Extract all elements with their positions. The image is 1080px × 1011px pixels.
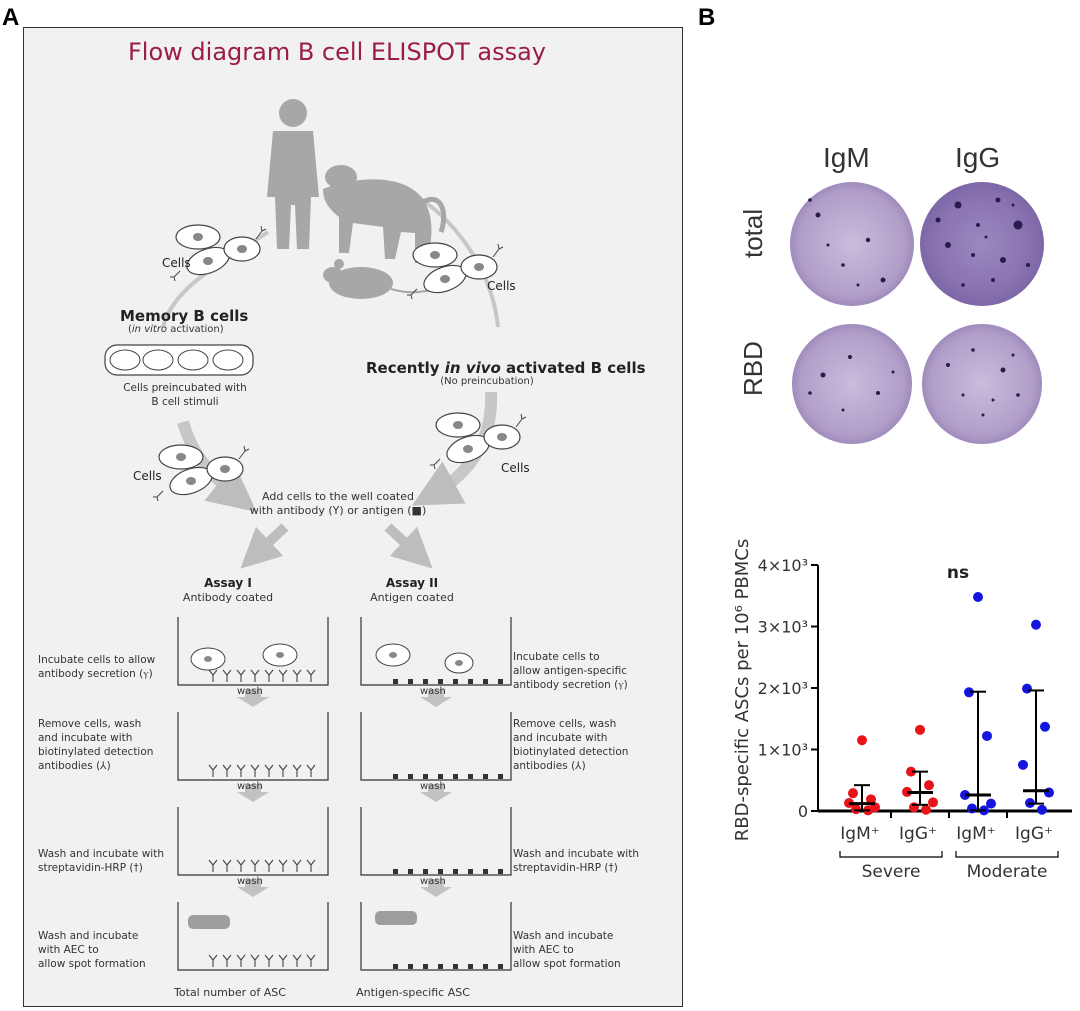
group-bracket — [955, 851, 1059, 858]
category-label: IgM⁺ — [956, 824, 995, 844]
well-rbd-igm — [792, 324, 912, 444]
y-axis-label: RBD-specific ASCs per 10⁶ PBMCs — [732, 539, 753, 842]
well-rbd-igg — [922, 324, 1042, 444]
antigen-icon: ■ — [411, 504, 422, 517]
category-label: IgM⁺ — [840, 824, 879, 844]
cells-label-top-right: Cells — [487, 279, 516, 293]
well-2-4 — [360, 902, 512, 971]
data-point — [915, 724, 925, 735]
data-point — [964, 687, 974, 698]
well-1-4 — [177, 902, 329, 971]
spot-block-1 — [188, 915, 230, 929]
y-tick-label: 1×10³ — [758, 741, 808, 760]
significance-annotation: ns — [947, 563, 969, 583]
y-tick-label: 4×10³ — [758, 556, 808, 575]
species-silhouettes — [267, 99, 456, 299]
data-point — [909, 802, 919, 813]
wash-label: wash — [237, 781, 263, 792]
memory-note: Cells preincubated with B cell stimuli — [123, 382, 247, 408]
assay-1-title: Assay I — [204, 576, 252, 590]
panel-b-letter: B — [698, 4, 716, 31]
rbd-asc-scatter-chart: 0 1×10³ 2×10³ 3×10³ 4×10³ IgM⁺ IgG⁺ IgM⁺ IgG⁺ Sev… — [732, 539, 1072, 880]
upper-right-arc — [416, 195, 500, 328]
data-point — [928, 797, 938, 808]
category-label: IgG⁺ — [1015, 824, 1053, 844]
add-cells-instruction: Add cells to the well coated with antibo… — [249, 490, 427, 517]
recent-b-cells-title: Recently in vivo activated B cells — [366, 359, 646, 377]
antibody-icon: Y — [332, 504, 340, 517]
data-point — [906, 766, 916, 777]
data-point — [967, 803, 977, 814]
data-point — [1044, 787, 1054, 798]
data-point — [857, 735, 867, 746]
well-2-3 — [360, 807, 512, 876]
data-point — [924, 780, 934, 791]
category-label: IgG⁺ — [899, 824, 937, 844]
assay-2-footer: Antigen-specific ASC — [356, 986, 470, 999]
wash-label: wash — [420, 876, 446, 887]
assay-2-subtitle: Antigen coated — [370, 591, 454, 604]
data-point — [866, 794, 876, 805]
well-total-igg — [920, 182, 1044, 306]
lower-left-arc — [177, 420, 257, 512]
well-col-label-igg: IgG — [955, 142, 1001, 173]
y-tick-label: 2×10³ — [758, 679, 808, 698]
cells-label-bottom-left: Cells — [133, 469, 162, 483]
arrow-to-assay-1 — [240, 523, 289, 569]
wash-label: wash — [420, 781, 446, 792]
cell-cluster-top-left — [169, 224, 267, 282]
well-1-3 — [177, 807, 329, 876]
flow-diagram-graphics — [104, 99, 527, 971]
well-total-igm — [790, 182, 914, 306]
arrow-to-assay-2 — [384, 523, 433, 569]
well-row-label-rbd: RBD — [738, 341, 768, 396]
well-2-1 — [360, 617, 512, 686]
well-col-label-igm: IgM — [823, 142, 870, 173]
cells-label-bottom-right: Cells — [501, 461, 530, 475]
panel-a-letter: A — [2, 4, 20, 31]
data-point — [982, 730, 992, 741]
well-row-label-total: total — [738, 208, 768, 258]
data-point — [1040, 721, 1050, 732]
y-tick-label: 0 — [798, 802, 808, 821]
cells-label-top-left: Cells — [162, 256, 191, 270]
spot-block-2 — [375, 911, 417, 925]
well-1-1 — [177, 617, 329, 686]
assay-2-title: Assay II — [385, 576, 439, 590]
data-point — [973, 591, 983, 602]
memory-b-cells-subtitle: (in vitro activation) — [128, 324, 224, 335]
data-point — [1018, 759, 1028, 770]
data-point — [986, 798, 996, 809]
well-1-2 — [177, 712, 329, 781]
recent-b-cells-subtitle: (No preincubation) — [440, 376, 534, 387]
data-point — [848, 788, 858, 799]
wash-label: wash — [237, 876, 263, 887]
memory-b-cells-title: Memory B cells — [120, 307, 249, 325]
data-point — [1022, 683, 1032, 694]
group-bracket — [839, 851, 943, 858]
assay-1-footer: Total number of ASC — [174, 986, 286, 999]
well-2-2 — [360, 712, 512, 781]
elispot-wells — [790, 182, 1044, 444]
data-point — [921, 804, 931, 815]
data-point — [1031, 619, 1041, 630]
group-label: Severe — [862, 862, 921, 880]
panel-a-title: Flow diagram B cell ELISPOT assay — [128, 38, 546, 66]
data-point — [851, 804, 861, 815]
wash-label: wash — [420, 686, 446, 697]
wash-label: wash — [237, 686, 263, 697]
group-label: Moderate — [967, 862, 1048, 880]
data-point — [1037, 804, 1047, 815]
assay-1-subtitle: Antibody coated — [182, 591, 274, 604]
y-tick-label: 3×10³ — [758, 618, 808, 637]
